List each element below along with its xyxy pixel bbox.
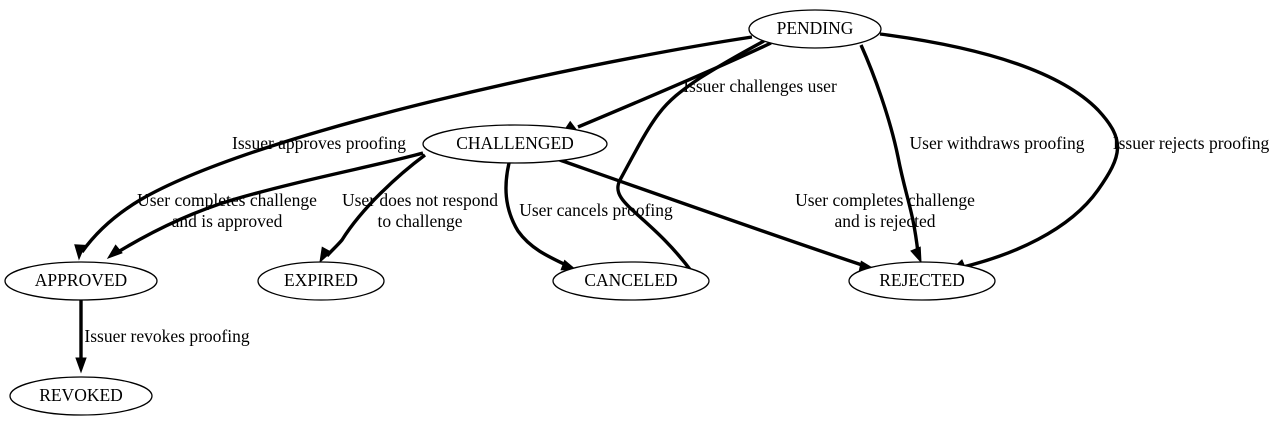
nodes-layer: PENDING CHALLENGED APPROVED EXPIRED CANCELED…: [4, 9, 996, 416]
node-approved[interactable]: APPROVED: [4, 261, 158, 301]
edge-arrowhead-challenged-expired: [319, 246, 332, 264]
edge-path-challenged-expired: [325, 153, 427, 258]
edge-path-pending-canceled: [616, 39, 765, 274]
node-canceled[interactable]: CANCELED: [552, 261, 710, 301]
node-ellipse-expired[interactable]: [257, 261, 385, 301]
edge-label-pending-rejected-issuer: Issuer rejects proofing: [1113, 133, 1270, 153]
node-ellipse-challenged[interactable]: [422, 124, 608, 164]
edge-arrowhead-pending-approved: [74, 244, 86, 261]
edge-label-pending-approved: Issuer approves proofing: [232, 133, 406, 153]
edge-label-pending-challenged: Issuer challenges user: [683, 76, 837, 96]
edge-label-line-2: and is rejected: [834, 211, 935, 231]
edge-challenged-canceled: [504, 162, 578, 271]
node-label-approved: APPROVED: [35, 270, 127, 290]
edge-path-pending-rejected-issuer: [879, 32, 1120, 269]
node-ellipse-pending[interactable]: [748, 9, 882, 49]
edge-label-line-2: and is approved: [172, 211, 283, 231]
node-pending[interactable]: PENDING: [748, 9, 882, 49]
node-rejected[interactable]: REJECTED: [848, 261, 996, 301]
edge-path-challenged-approved: [117, 151, 424, 254]
edge-path-challenged-canceled: [504, 162, 567, 267]
edge-path-pending-challenged: [577, 41, 772, 129]
edge-label-line-1: User completes challenge: [795, 190, 975, 210]
node-label-pending: PENDING: [777, 18, 854, 38]
edges-layer: [74, 32, 1120, 374]
node-label-rejected: REJECTED: [879, 270, 965, 290]
node-ellipse-revoked[interactable]: [9, 376, 153, 416]
node-challenged[interactable]: CHALLENGED: [422, 124, 608, 164]
node-label-challenged: CHALLENGED: [456, 133, 574, 153]
edge-path-pending-approved: [80, 35, 753, 253]
node-label-revoked: REVOKED: [39, 385, 123, 405]
node-ellipse-canceled[interactable]: [552, 261, 710, 301]
edge-label-challenged-canceled: User cancels proofing: [519, 200, 673, 220]
edge-label-line-2: to challenge: [377, 211, 462, 231]
edge-pending-approved: [74, 35, 753, 261]
edge-label-line-1: User completes challenge: [137, 190, 317, 210]
edge-path-pending-rejected: [859, 44, 920, 254]
edge-challenged-approved: [106, 151, 424, 259]
edge-path-challenged-rejected: [556, 157, 863, 267]
node-expired[interactable]: EXPIRED: [257, 261, 385, 301]
edge-labels-layer: Issuer approves proofing Issuer challenge…: [84, 76, 1269, 346]
edge-arrowhead-challenged-approved: [106, 244, 123, 259]
node-label-canceled: CANCELED: [584, 270, 677, 290]
edge-label-approved-revoked: Issuer revokes proofing: [84, 326, 249, 346]
edge-arrowhead-approved-revoked: [75, 357, 87, 374]
edge-approved-revoked: [75, 300, 87, 374]
edge-label-line-1: User does not respond: [342, 190, 498, 210]
node-label-expired: EXPIRED: [284, 270, 358, 290]
node-revoked[interactable]: REVOKED: [9, 376, 153, 416]
node-ellipse-rejected[interactable]: [848, 261, 996, 301]
edge-pending-rejected: [859, 44, 922, 264]
edge-arrowhead-pending-rejected: [910, 246, 922, 264]
node-ellipse-approved[interactable]: [4, 261, 158, 301]
edge-label-pending-rejected: User withdraws proofing: [910, 133, 1085, 153]
edge-challenged-expired: [319, 153, 427, 264]
